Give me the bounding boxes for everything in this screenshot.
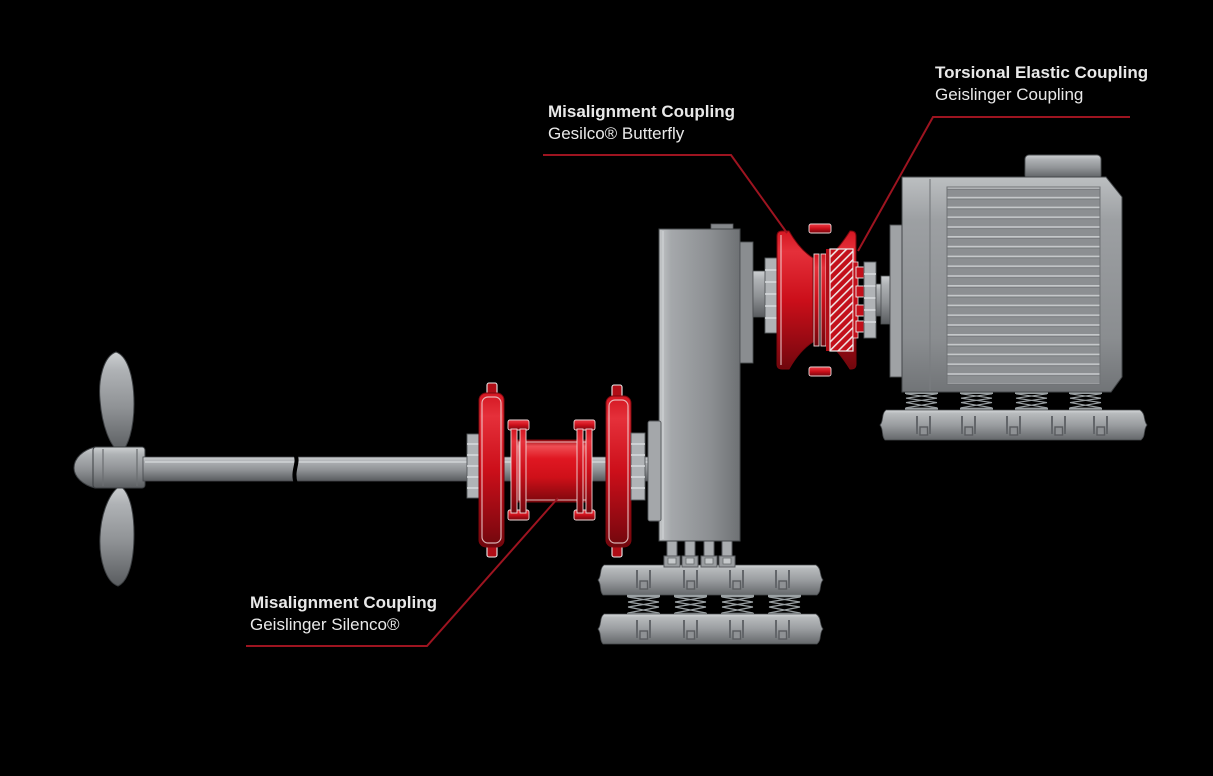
engine-springs [903,391,1104,411]
propeller-blade-lower [99,485,135,587]
label-gesilco-butterfly: Misalignment Coupling Gesilco® Butterfly [548,101,735,144]
engine [889,154,1123,393]
leader-line-torsional [857,116,1130,252]
gearbox-feet [663,539,736,568]
label-geislinger-silenco: Misalignment Coupling Geislinger Silenco… [250,592,437,635]
engine-top-cap [1024,154,1102,180]
engine-flange-ribs [863,261,877,339]
membrane-disc-right [605,395,632,548]
inner-flange-right [573,419,596,521]
engine-foundation [879,391,1148,441]
gearbox [658,223,768,568]
coupling-geislinger-silenco [466,382,646,558]
label-title: Misalignment Coupling [548,102,735,121]
butterfly-cone-left [776,230,814,370]
gearbox-foundation [597,564,824,645]
propeller [73,351,146,587]
membrane-disc-left [478,392,505,548]
butterfly-center-flanges [808,223,832,377]
label-torsional-elastic-coupling: Torsional Elastic Coupling Geislinger Co… [935,62,1148,105]
propeller-blade-upper [99,351,135,454]
label-title: Misalignment Coupling [250,593,437,612]
inner-flange-left [507,419,530,521]
label-subtitle: Geislinger Silenco® [250,614,400,634]
leader-line-silenco [246,497,559,647]
label-subtitle: Geislinger Coupling [935,84,1084,104]
engine-cooling-fins [946,186,1101,385]
gearbox-rail-lower [597,613,824,645]
leader-line-butterfly [543,154,788,234]
gearbox-springs [625,594,803,616]
label-title: Torsional Elastic Coupling [935,63,1149,82]
gearbox-rail-upper [597,564,824,596]
label-subtitle: Gesilco® Butterfly [548,123,685,143]
gearbox-output-flange-ribs [764,257,778,334]
geislinger-section-hatch [829,248,854,352]
gearbox-body [658,228,741,542]
shaft-flange-ribs-right [630,432,646,501]
gearbox-input-bell [647,420,662,522]
coupling-gesilco-butterfly [764,223,894,377]
engine-rail [879,409,1148,441]
propeller-nose-cone [73,446,96,489]
engine-front-plate [889,224,903,378]
coupling-geislinger [826,248,894,352]
shaft-break [292,453,299,485]
gearbox-output-plate [739,241,754,364]
